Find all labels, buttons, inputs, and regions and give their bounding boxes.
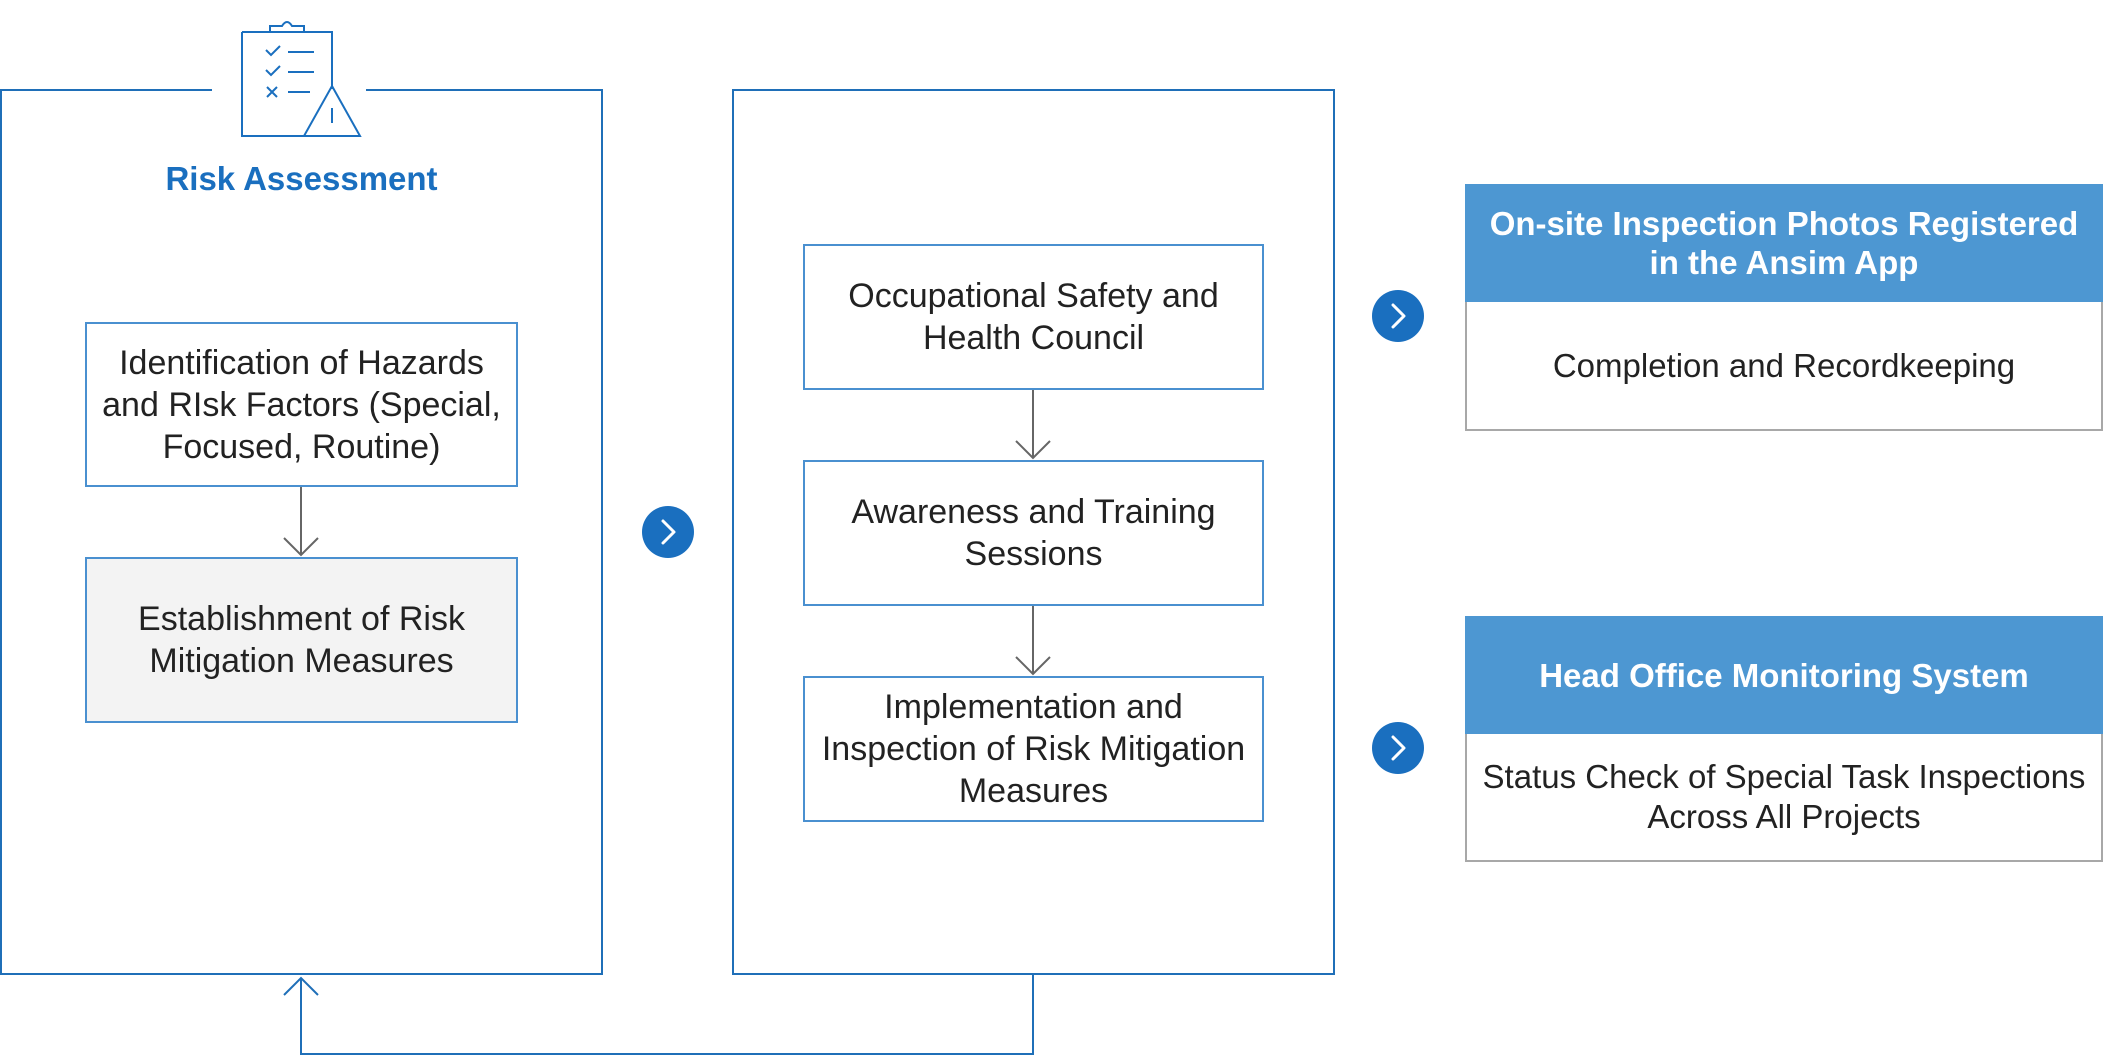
clipboard-warning-icon xyxy=(241,21,362,137)
risk-assessment-title: Risk Assessment xyxy=(165,160,438,197)
head-office-monitoring-header: Head Office Monitoring System xyxy=(1465,616,2103,734)
risk-mitigation-measures-box: Establishment of Risk Mitigation Measure… xyxy=(85,557,518,723)
safety-health-council-box: Occupational Safety and Health Council xyxy=(803,244,1264,390)
training-sessions-box: Awareness and Training Sessions xyxy=(803,460,1264,606)
arrow-down-icon xyxy=(283,537,319,557)
implementation-inspection-box: Implementation and Inspection of Risk Mi… xyxy=(803,676,1264,822)
completion-recordkeeping-box: Completion and Recordkeeping xyxy=(1465,302,2103,431)
hazard-identification-box: Identification of Hazards and RIsk Facto… xyxy=(85,322,518,487)
next-step-chevron-3 xyxy=(1372,722,1424,774)
feedback-loop-line xyxy=(300,975,1034,1055)
next-step-chevron-1 xyxy=(642,506,694,558)
arrow-up-icon xyxy=(283,976,319,996)
ansim-app-header: On-site Inspection Photos Registered in … xyxy=(1465,184,2103,302)
next-step-chevron-2 xyxy=(1372,290,1424,342)
chevron-right-icon xyxy=(1391,735,1406,761)
arrow-down-icon xyxy=(1015,440,1051,460)
chevron-right-icon xyxy=(661,519,676,545)
arrow-down-icon xyxy=(1015,656,1051,676)
status-check-box: Status Check of Special Task Inspections… xyxy=(1465,734,2103,862)
chevron-right-icon xyxy=(1391,303,1406,329)
